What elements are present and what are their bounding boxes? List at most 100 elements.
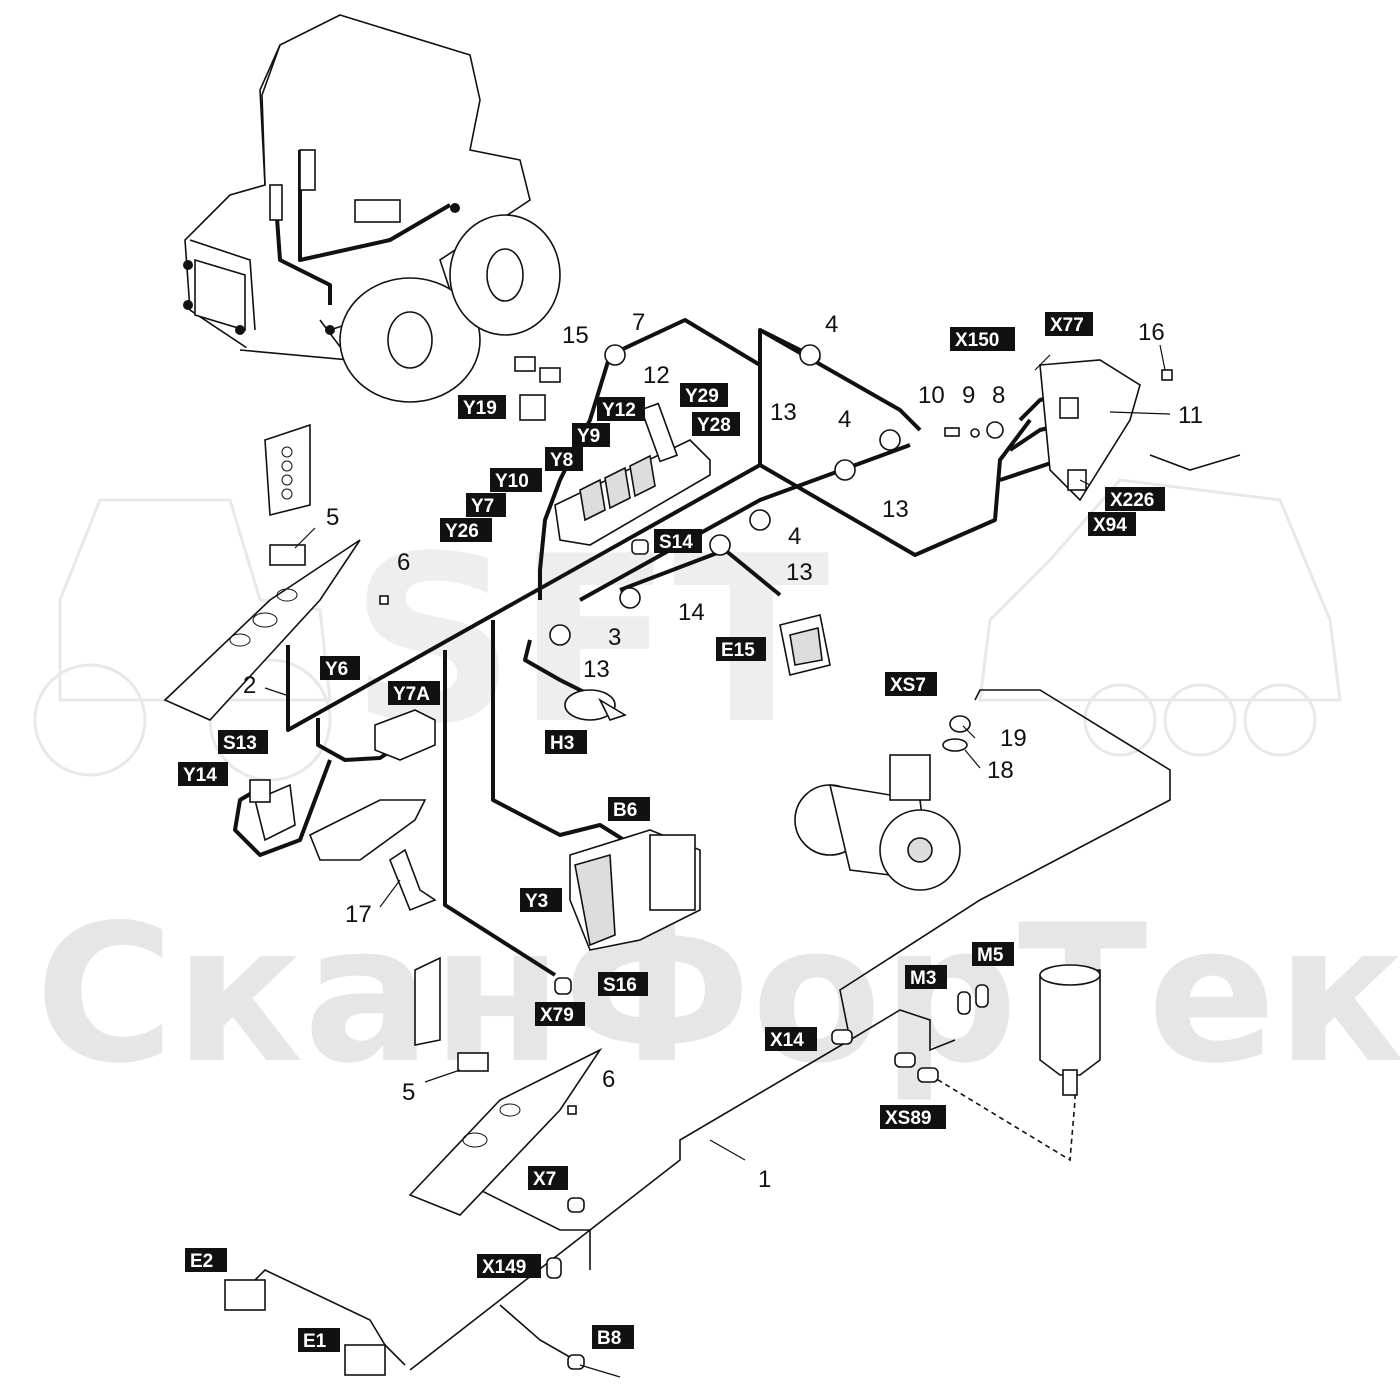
- callout-e2: E2: [185, 1248, 227, 1272]
- svg-text:M5: M5: [977, 945, 1004, 966]
- callout-x77: X77: [1045, 312, 1093, 336]
- svg-text:Y9: Y9: [577, 426, 600, 447]
- callout-y9: Y9: [572, 423, 610, 447]
- callout-e1: E1: [298, 1328, 340, 1352]
- part-number-6: 6: [602, 1066, 615, 1093]
- callout-x7: X7: [528, 1166, 568, 1190]
- callout-b6: B6: [608, 797, 650, 821]
- svg-text:H3: H3: [550, 733, 574, 754]
- callout-y29: Y29: [680, 383, 728, 407]
- callout-m5: M5: [972, 942, 1014, 966]
- svg-text:XS89: XS89: [885, 1108, 931, 1129]
- svg-text:S14: S14: [659, 532, 693, 553]
- callout-y6: Y6: [320, 656, 360, 680]
- part-number-17: 17: [345, 901, 372, 928]
- watermark-tractor-left: [33, 498, 332, 782]
- callout-x14: X14: [765, 1027, 817, 1051]
- loader-machine-illustration: [183, 14, 561, 403]
- part-number-13: 13: [770, 399, 797, 426]
- part-number-4: 4: [838, 406, 851, 433]
- callout-y3: Y3: [520, 888, 562, 912]
- svg-text:Y8: Y8: [550, 450, 573, 471]
- svg-text:Y6: Y6: [325, 659, 348, 680]
- svg-text:Y26: Y26: [445, 521, 479, 542]
- callout-x79: X79: [535, 1002, 585, 1026]
- callout-s13: S13: [218, 730, 268, 754]
- part-number-19: 19: [1000, 725, 1027, 752]
- svg-text:Y12: Y12: [602, 400, 636, 421]
- svg-text:Y10: Y10: [495, 471, 529, 492]
- lower-bracket-switch: [408, 956, 603, 1216]
- callout-y7: Y7: [466, 493, 506, 517]
- callout-y26: Y26: [440, 518, 492, 542]
- svg-text:Y29: Y29: [685, 386, 719, 407]
- part-number-6: 6: [397, 549, 410, 576]
- part-number-13: 13: [786, 559, 813, 586]
- callout-y10: Y10: [490, 468, 542, 492]
- part-number-10: 10: [918, 382, 945, 409]
- svg-text:X7: X7: [533, 1169, 556, 1190]
- part-number-1: 1: [758, 1166, 771, 1193]
- part-number-13: 13: [882, 496, 909, 523]
- fuel-filter: [1039, 964, 1101, 1096]
- callout-e15: E15: [716, 637, 766, 661]
- part-number-16: 16: [1138, 319, 1165, 346]
- part-number-4: 4: [825, 311, 838, 338]
- horn-h3: [564, 689, 627, 721]
- svg-text:M3: M3: [910, 968, 936, 989]
- callout-xs89: XS89: [880, 1105, 946, 1129]
- pump-y3: [569, 829, 701, 951]
- watermark-excavator-right: [978, 478, 1342, 757]
- callout-xs7: XS7: [885, 672, 937, 696]
- callout-y14: Y14: [178, 762, 228, 786]
- bracket-17: [389, 848, 437, 912]
- svg-text:X150: X150: [955, 330, 999, 351]
- svg-text:B8: B8: [597, 1328, 621, 1349]
- transmission: [794, 754, 961, 891]
- part-number-18: 18: [987, 757, 1014, 784]
- component-callouts: X150 X77 Y19 Y29 Y12 Y28 Y9 Y8 Y10 Y7 Y2…: [178, 312, 1165, 1352]
- callout-y19: Y19: [458, 395, 506, 419]
- part-number-labels: 1 2 3 4 4 4 5 5 6 6 7 8 9 10 11 12 13 13…: [243, 309, 1203, 1193]
- part-number-15: 15: [562, 322, 589, 349]
- part-number-3: 3: [608, 624, 621, 651]
- callout-s14: S14: [654, 529, 702, 553]
- part-number-5: 5: [402, 1079, 415, 1106]
- callout-y7a: Y7A: [388, 681, 440, 705]
- callout-x226: X226: [1105, 487, 1165, 511]
- svg-text:Y28: Y28: [697, 415, 731, 436]
- part-number-11: 11: [1178, 402, 1203, 429]
- svg-text:Y19: Y19: [463, 398, 497, 419]
- valve-y6-y7a: [374, 709, 436, 761]
- left-pedal-switch: [163, 423, 361, 721]
- part-number-9: 9: [962, 382, 975, 409]
- callout-m3: M3: [905, 965, 947, 989]
- svg-text:X77: X77: [1050, 315, 1084, 336]
- part-number-8: 8: [992, 382, 1005, 409]
- svg-text:Y7: Y7: [471, 496, 494, 517]
- svg-text:XS7: XS7: [890, 675, 926, 696]
- svg-text:Y3: Y3: [525, 891, 548, 912]
- callout-y28: Y28: [692, 412, 740, 436]
- svg-text:E2: E2: [190, 1251, 213, 1272]
- svg-text:E15: E15: [721, 640, 755, 661]
- callout-h3: H3: [545, 730, 587, 754]
- svg-text:X79: X79: [540, 1005, 574, 1026]
- valve-y14: [249, 779, 427, 861]
- callout-b8: B8: [592, 1325, 634, 1349]
- svg-text:S13: S13: [223, 733, 257, 754]
- callout-x150: X150: [950, 327, 1015, 351]
- control-box-11: [1039, 359, 1173, 502]
- part-number-12: 12: [643, 362, 670, 389]
- svg-text:X226: X226: [1110, 490, 1154, 511]
- lamp-e15: [779, 614, 831, 676]
- svg-text:E1: E1: [303, 1331, 327, 1352]
- part-number-7: 7: [632, 309, 645, 336]
- svg-text:X149: X149: [482, 1257, 526, 1278]
- svg-text:B6: B6: [613, 800, 637, 821]
- part-number-13: 13: [583, 656, 610, 683]
- part-number-5: 5: [326, 504, 339, 531]
- small-connectors: [379, 344, 1004, 1370]
- svg-text:Y14: Y14: [183, 765, 217, 786]
